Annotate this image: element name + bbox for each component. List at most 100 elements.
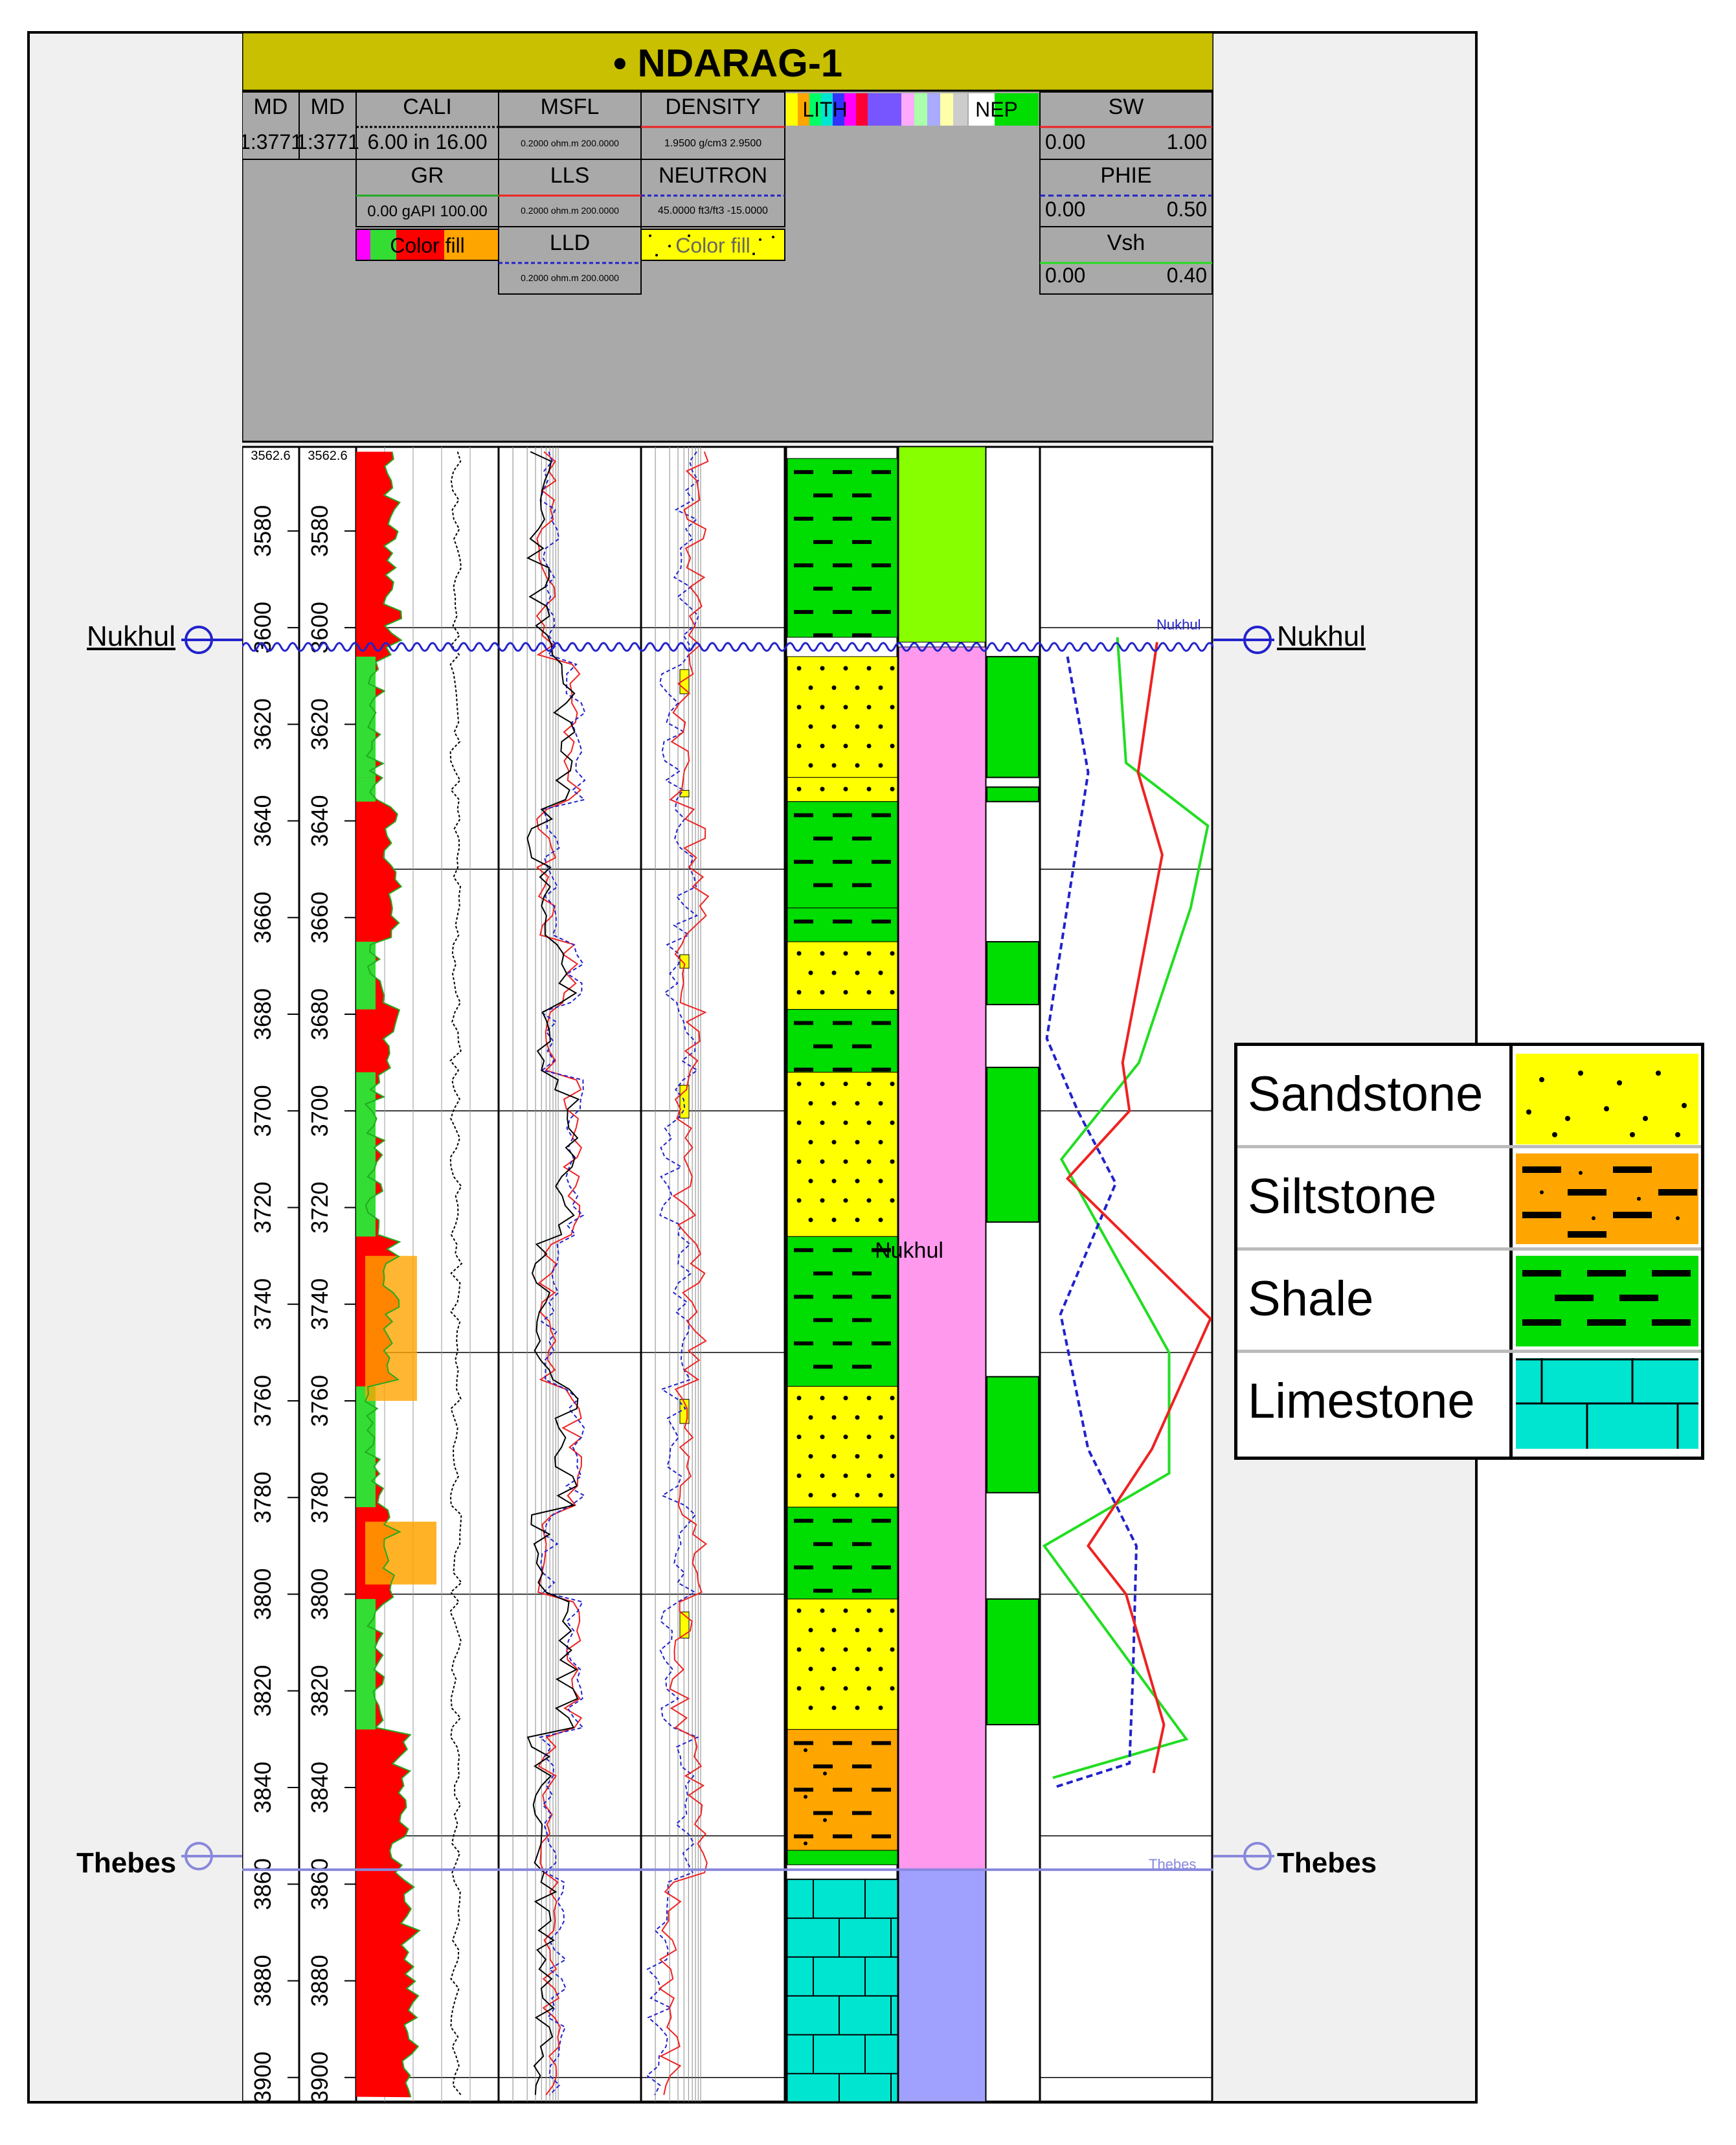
lith-dot — [796, 666, 802, 671]
lith-dash — [813, 836, 833, 841]
lith-dash — [833, 609, 852, 614]
track-frame-3 — [497, 446, 642, 2103]
svg-text:0.40: 0.40 — [1167, 264, 1207, 287]
lith-shale — [787, 1236, 898, 1387]
lith-dash — [794, 1021, 813, 1025]
lith-dot — [820, 743, 825, 749]
lith-dash — [833, 1248, 852, 1253]
lith-dash — [872, 1834, 891, 1839]
lith-dash — [872, 1021, 891, 1025]
lith-dash — [794, 563, 813, 567]
lith-dot — [890, 1120, 895, 1126]
lith-dot — [878, 1415, 883, 1420]
lith-dot — [890, 1473, 895, 1479]
lith-dot — [843, 1473, 848, 1479]
lith-dot — [843, 1647, 848, 1652]
lith-dot — [820, 786, 825, 791]
nukhul-right-label: Nukhul — [1277, 620, 1366, 652]
lith-dash — [872, 470, 891, 474]
depth-tick-label: 3580 — [306, 505, 333, 557]
lith-shale — [787, 1850, 898, 1865]
lith-dash — [833, 859, 852, 864]
svg-text:0.00: 0.00 — [1045, 264, 1085, 287]
svg-text:Vsh: Vsh — [1107, 231, 1145, 255]
lith-dot — [820, 990, 825, 995]
svg-text:SW: SW — [1109, 95, 1144, 119]
lith-dash — [852, 1764, 872, 1769]
lith-dot — [804, 1795, 807, 1799]
net-pay-interval — [986, 655, 1039, 778]
lith-dash — [852, 1365, 872, 1369]
lith-dash — [794, 1295, 813, 1299]
gr-clean-fill — [356, 1072, 376, 1237]
lith-dash — [833, 1295, 852, 1299]
lith-dot — [890, 1608, 895, 1613]
lith-dot — [808, 1666, 813, 1672]
lith-dot — [890, 786, 895, 791]
lith-dot — [820, 666, 825, 671]
net-pay-interval — [986, 941, 1039, 1006]
lith-dot — [820, 1120, 825, 1126]
svg-text:0.2000 ohm.m 200.0000: 0.2000 ohm.m 200.0000 — [521, 273, 619, 283]
lith-dot — [843, 990, 848, 995]
depth-axis: 3562.63580360036203640366036803700372037… — [249, 449, 356, 2104]
lith-dot — [820, 1159, 825, 1164]
lith-sand — [787, 1386, 898, 1508]
crossover-fill — [679, 1611, 690, 1639]
lith-dot — [878, 1179, 883, 1184]
depth-top-label: 3562.6 — [308, 449, 347, 463]
lith-dot — [831, 1179, 837, 1184]
lith-dash — [833, 516, 852, 521]
lith-dash — [813, 633, 833, 637]
lith-dot — [855, 1218, 860, 1223]
petrophysics-track — [1042, 637, 1212, 1789]
legend-divider — [1509, 1046, 1513, 1457]
lith-dot — [855, 1415, 860, 1420]
svg-text:6.00 in 16.00: 6.00 in 16.00 — [367, 130, 487, 153]
depth-tick-label: 3740 — [306, 1278, 333, 1330]
lith-sand — [787, 777, 898, 802]
lith-dot — [866, 1198, 872, 1203]
lith-dot — [855, 685, 860, 690]
lith-dot — [831, 970, 837, 975]
depth-tick-label: 3720 — [306, 1181, 333, 1233]
lith-dot — [855, 1140, 860, 1145]
depth-tick-label: 3760 — [249, 1375, 276, 1427]
gr-clean-fill — [356, 656, 376, 778]
lith-dot — [866, 1608, 872, 1613]
lith-dot — [878, 1140, 883, 1145]
depth-tick-label: 3700 — [306, 1085, 333, 1137]
lith-dot — [843, 1686, 848, 1691]
lith-dash — [872, 1741, 891, 1745]
lith-dot — [804, 1748, 807, 1753]
gr-high-fill — [365, 1256, 417, 1402]
svg-text:Color fill: Color fill — [675, 234, 750, 257]
depth-tick-label: 3820 — [249, 1665, 276, 1717]
depth-tick-label: 3780 — [306, 1471, 333, 1523]
lith-dot — [831, 724, 837, 729]
lith-dot — [890, 951, 895, 956]
lith-dot — [866, 743, 872, 749]
lith-dash — [794, 1788, 813, 1792]
lith-dot — [866, 666, 872, 671]
lith-dash — [872, 609, 891, 614]
lith-dot — [831, 1218, 837, 1223]
well-log-plot: • NDARAG-1 MD 1:3771 MD 1:3771 CALI 6.00… — [242, 32, 1213, 2104]
depth-tick-label: 3860 — [249, 1858, 276, 1910]
lith-dash — [852, 1271, 872, 1276]
depth-tick-label: 3620 — [306, 698, 333, 750]
lith-dash — [852, 493, 872, 497]
lith-dash — [794, 1741, 813, 1745]
lith-dash — [872, 859, 891, 864]
lith-dot — [820, 1608, 825, 1613]
svg-text:0.00: 0.00 — [1045, 130, 1085, 153]
lith-shale — [787, 801, 898, 909]
lith-dash — [852, 836, 872, 841]
lith-dash — [813, 1318, 833, 1322]
lith-dot — [878, 1493, 883, 1498]
legend-row-limestone: Limestone — [1237, 1353, 1701, 1455]
svg-text:MSFL: MSFL — [541, 95, 600, 119]
lith-dot — [855, 1101, 860, 1106]
lith-dot — [831, 763, 837, 768]
lith-dot — [808, 1705, 813, 1710]
